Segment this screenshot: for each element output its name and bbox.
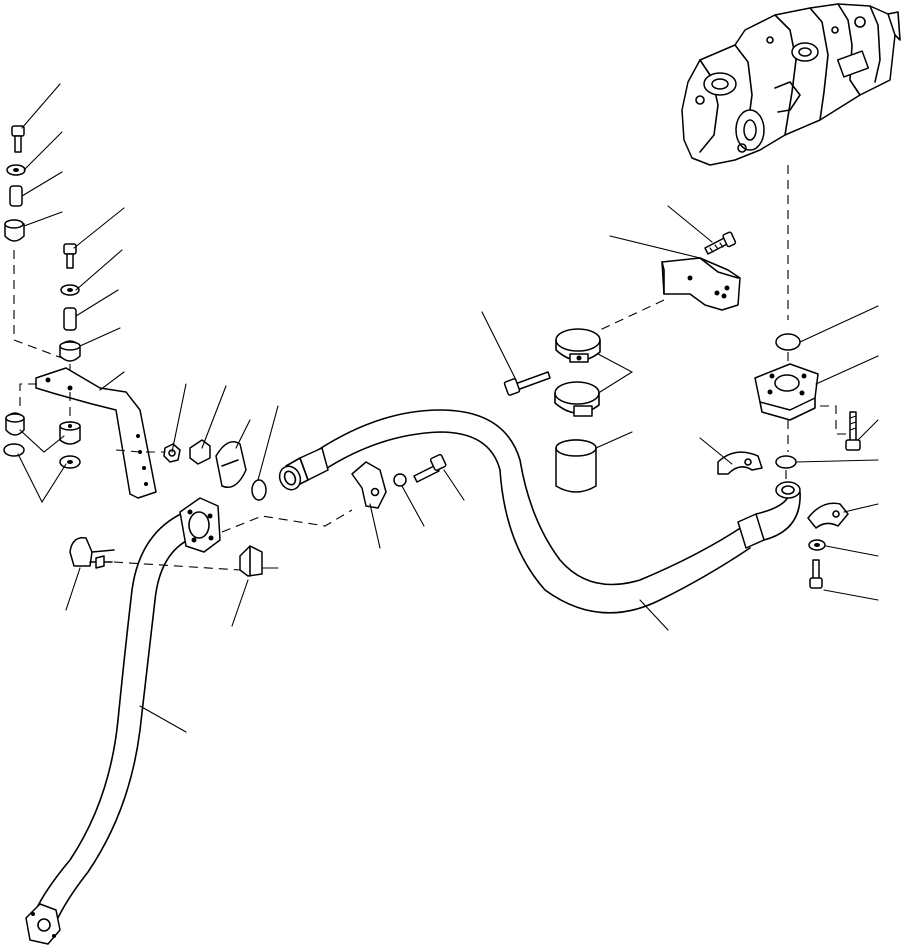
bolt-icon bbox=[11, 125, 25, 153]
bracket-icon bbox=[35, 367, 157, 499]
leader-lines bbox=[17, 83, 879, 733]
clip-dash bbox=[113, 561, 241, 571]
clip-icon bbox=[351, 461, 387, 509]
collar-icon bbox=[9, 185, 23, 207]
nut-icon bbox=[163, 443, 181, 463]
stack-dash-a bbox=[13, 250, 63, 359]
bolt-icon bbox=[845, 411, 861, 451]
bolt-icon bbox=[413, 453, 447, 483]
o-ring-icon bbox=[775, 455, 797, 469]
washer-hole bbox=[13, 168, 19, 172]
clamp-icon bbox=[555, 328, 601, 363]
u-bolt-icon bbox=[69, 537, 115, 569]
clip-icon bbox=[239, 545, 263, 577]
split-flange-icon bbox=[215, 441, 247, 488]
bracket-icon bbox=[661, 257, 741, 311]
hose-icon bbox=[278, 409, 801, 614]
tube-dash bbox=[221, 509, 353, 533]
washer-hole bbox=[67, 288, 73, 292]
washer-hole bbox=[814, 543, 820, 547]
bracket-dash-left bbox=[19, 383, 40, 406]
o-ring-icon bbox=[251, 479, 267, 501]
bolt-icon bbox=[704, 231, 737, 255]
clamp-icon bbox=[554, 381, 600, 417]
tube-icon bbox=[25, 497, 221, 945]
mount-icon bbox=[59, 340, 81, 362]
bolt-dash bbox=[820, 405, 846, 435]
bolt-icon bbox=[63, 243, 77, 269]
bolt-icon bbox=[503, 371, 551, 396]
bracket-dash bbox=[599, 299, 665, 331]
flange-icon bbox=[754, 363, 819, 421]
split-flange-icon bbox=[807, 502, 849, 529]
mount-icon bbox=[4, 219, 25, 242]
washer-icon bbox=[393, 473, 407, 487]
collar-icon bbox=[189, 439, 211, 465]
o-ring-icon bbox=[775, 333, 801, 351]
mount-icon bbox=[5, 412, 81, 445]
bracket-dash-right bbox=[115, 449, 172, 453]
bolt-icon bbox=[809, 559, 823, 589]
washer-icon bbox=[3, 443, 25, 457]
pump-icon bbox=[681, 3, 901, 166]
sleeve-icon bbox=[555, 439, 597, 493]
collar-icon bbox=[63, 307, 77, 331]
split-flange-icon bbox=[717, 451, 763, 475]
washer-hole bbox=[67, 460, 73, 464]
